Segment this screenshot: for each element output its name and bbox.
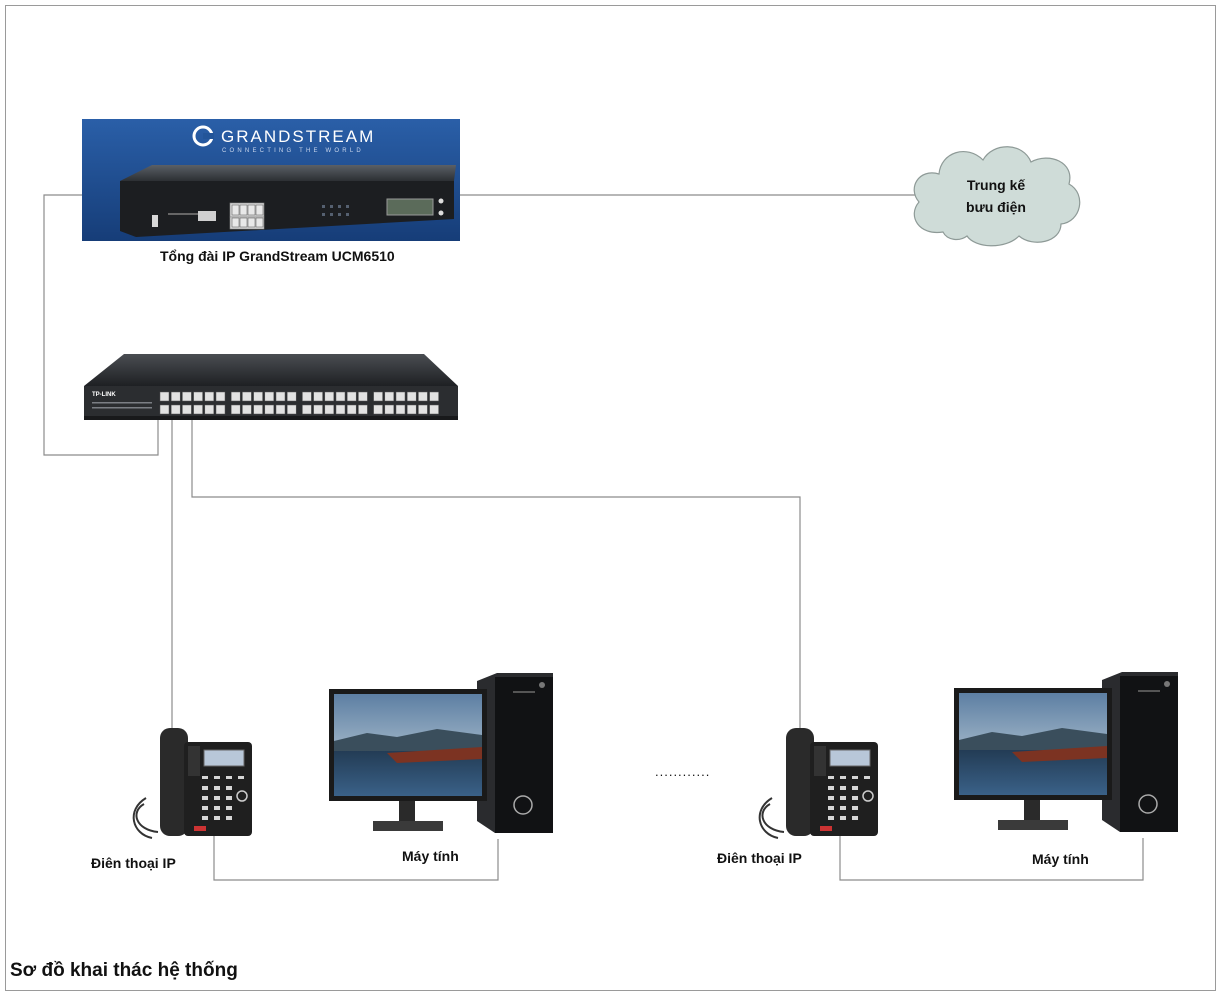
- line-switch-phone-2: [191, 418, 801, 728]
- line-phone-computer-2: [839, 836, 1144, 881]
- line-phone-computer-1: [213, 836, 499, 881]
- computer-1-image: [327, 671, 555, 839]
- switch-brand: TP-LINK: [92, 392, 116, 398]
- pbx-brand: GRANDSTREAM: [221, 127, 375, 146]
- diagram-caption: Sơ đồ khai thác hệ thống: [10, 960, 238, 981]
- ip-phone-1-image: [132, 728, 252, 839]
- trunk-label-line-1: Trung kế: [966, 177, 1026, 193]
- computer-2-image: [952, 668, 1180, 838]
- pbx-tagline: CONNECTING THE WORLD: [222, 148, 364, 154]
- ip-phone-2-label: Điên thoại IP: [717, 850, 802, 866]
- ellipsis: ............: [655, 764, 711, 779]
- trunk-label: Trung kế bưu điện: [930, 174, 1062, 218]
- line-pbx-switch: [43, 194, 159, 456]
- network-switch-image: TP-LINK: [84, 354, 458, 420]
- ip-phone-2-image: [758, 728, 878, 839]
- diagram-frame: [5, 5, 1216, 991]
- pbx-device-image: GRANDSTREAM CONNECTING THE WORLD: [82, 119, 460, 241]
- grandstream-logo-icon: [192, 125, 214, 147]
- computer-2-label: Máy tính: [1032, 851, 1089, 867]
- computer-1-label: Máy tính: [402, 848, 459, 864]
- trunk-cloud-icon: [913, 146, 1081, 247]
- trunk-label-line-2: bưu điện: [966, 199, 1026, 215]
- switch-ports: [159, 391, 439, 415]
- ip-phone-1-label: Điên thoại IP: [91, 855, 176, 871]
- pbx-label: Tổng đài IP GrandStream UCM6510: [160, 248, 395, 264]
